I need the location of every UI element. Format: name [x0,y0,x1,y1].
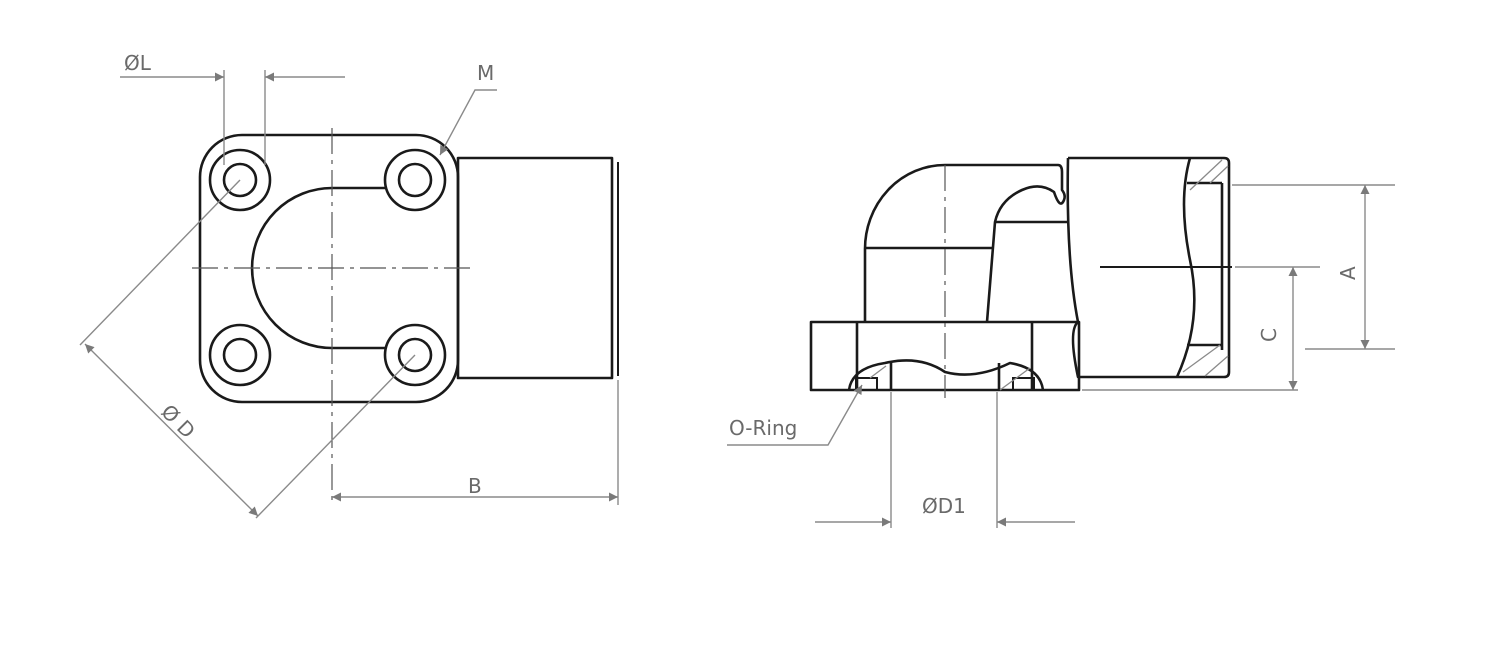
dim-label-bolt-circle: Ø D [156,400,199,443]
break-line [1175,157,1196,378]
dim-label-a: A [1336,266,1360,280]
label-o-ring: O-Ring [729,416,797,440]
dim-label-c: C [1257,328,1281,342]
tube-outline [456,156,614,380]
dim-label-length: B [468,474,482,498]
dim-label-port: ØD1 [922,494,966,518]
port-wave [847,359,1045,391]
tube-outline-side [1068,156,1231,379]
side-view: A C ØD1 O-Ring [727,156,1395,528]
elbow-outline [863,163,1066,323]
front-view: ØL M Ø D B [79,51,619,519]
hatching [869,159,1229,391]
dim-label-bore: ØL [124,51,152,75]
dim-label-thread: M [477,61,494,85]
bolt-holes [208,148,447,387]
